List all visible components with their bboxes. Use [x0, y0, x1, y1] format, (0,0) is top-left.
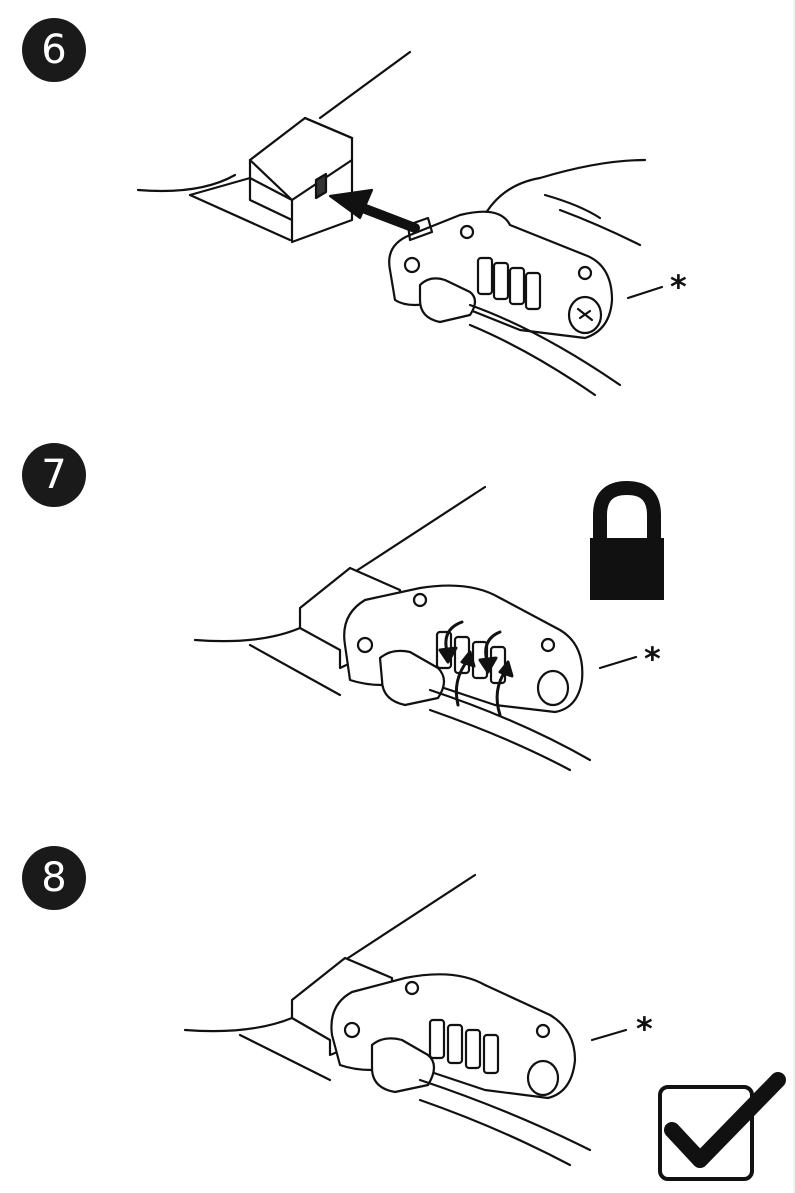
step-8-number: 8	[41, 855, 67, 901]
combination-lock-icon	[343, 584, 592, 772]
step-6-badge: 6	[22, 18, 86, 82]
step-7-number: 7	[41, 452, 67, 498]
step-8-illustration	[183, 873, 786, 1181]
step-6-illustration	[136, 50, 664, 397]
cable-icon	[468, 303, 622, 397]
note-leader-line	[590, 1028, 628, 1042]
padlock-locked-icon	[590, 480, 664, 600]
dial-scramble-arrows-icon	[438, 620, 514, 717]
page-edge	[793, 0, 795, 1193]
insert-arrow-icon	[328, 188, 420, 233]
checkmark-box-icon	[658, 1072, 786, 1181]
combination-lock-icon	[330, 973, 592, 1167]
step-8-badge: 8	[22, 846, 86, 910]
laptop-icon	[136, 50, 412, 242]
note-leader-line	[598, 655, 638, 670]
step-7-note-marker: *	[644, 640, 661, 678]
step-6-number: 6	[41, 27, 67, 73]
lock-slot-icon	[248, 116, 354, 244]
combination-lock-icon	[388, 210, 614, 340]
step-7-badge: 7	[22, 443, 86, 507]
step-7-illustration	[193, 480, 664, 772]
step-6-note-marker: *	[670, 268, 687, 306]
note-leader-line	[626, 285, 664, 300]
hand-icon	[480, 158, 647, 247]
step-8-note-marker: *	[636, 1010, 653, 1048]
